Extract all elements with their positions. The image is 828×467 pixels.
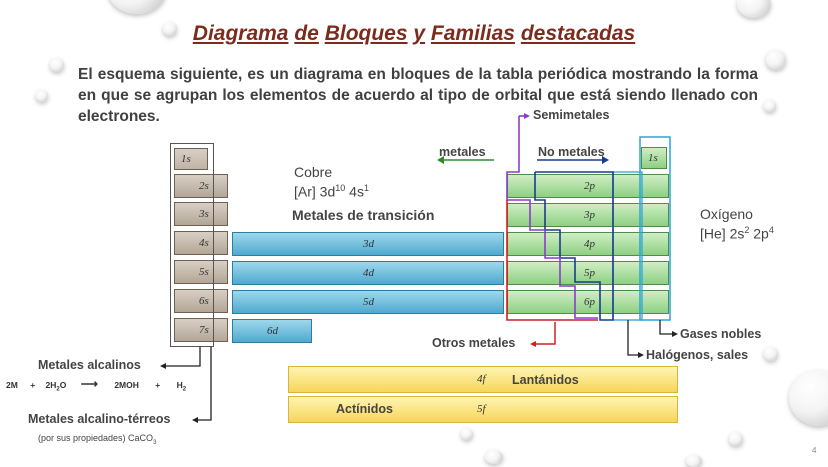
page-title: Diagrama de Bloques y Familias destacada… [192, 22, 636, 45]
water-drop-icon [461, 428, 473, 440]
gases-nobles-label: Gases nobles [680, 327, 762, 341]
p-block-cell: 1s [641, 147, 667, 169]
reaction-equation: 2M + 2H2O ⟶ 2MOH + H2 [6, 377, 187, 393]
s-block-cell: 7s [174, 318, 228, 342]
cobre-label: Cobre [294, 164, 333, 180]
no-metales-label: No metales [538, 145, 605, 159]
water-drop-icon [764, 347, 778, 361]
d-block-row: 5d [232, 290, 504, 314]
d-block-row: 6d [232, 319, 312, 343]
water-drop-icon [766, 50, 786, 70]
s-block-cell: 4s [174, 231, 228, 255]
otros-metales-label: Otros metales [432, 336, 516, 350]
alcalino-terreos-label: Metales alcalino-térreos [28, 412, 171, 426]
halogenos-label: Halógenos, sales [646, 348, 749, 362]
halogens-frame [612, 171, 643, 321]
s-block-frame [170, 143, 214, 347]
f-block-row: 5f [288, 396, 678, 423]
actinidos-label: Actínidos [336, 402, 393, 416]
metales-alcalinos-label: Metales alcalinos [38, 358, 141, 372]
page-number: 4 [812, 446, 817, 455]
s-block-cell: 3s [174, 202, 228, 226]
propiedades-note: (por sus propiedades) CaCO3 [38, 433, 157, 446]
cobre-config: [Ar] 3d10 4s1 [294, 183, 369, 200]
d-block-row: 3d [232, 232, 504, 256]
f-block-row: 4f [288, 366, 678, 393]
semimetales-label: Semimetales [533, 108, 610, 122]
non-metals-frame [534, 171, 614, 321]
d-block-row: 4d [232, 261, 504, 285]
oxigeno-label: Oxígeno [700, 206, 753, 222]
metales-label: metales [439, 145, 486, 159]
oxigeno-config: [He] 2s2 2p4 [700, 225, 774, 242]
water-drop-icon [36, 90, 48, 102]
water-drop-icon [737, 0, 771, 18]
s-block-cell: 1s [174, 148, 208, 170]
noble-gases-frame [639, 136, 671, 321]
s-block-cell: 2s [174, 174, 228, 198]
water-drop-icon [108, 0, 166, 14]
water-drop-icon [729, 432, 743, 446]
s-block-cell: 5s [174, 260, 228, 284]
water-drop-icon [686, 455, 702, 467]
water-drop-icon [50, 58, 64, 72]
metales-transicion-label: Metales de transición [292, 207, 435, 223]
water-drop-icon [163, 22, 177, 36]
intro-paragraph: El esquema siguiente, es un diagrama en … [78, 66, 758, 125]
water-drop-icon [764, 100, 776, 112]
s-block-cell: 6s [174, 289, 228, 313]
semimetals-frame [506, 116, 598, 319]
lantanidos-label: Lantánidos [512, 373, 579, 387]
other-metals-frame [506, 200, 598, 321]
water-drop-icon [485, 450, 503, 464]
